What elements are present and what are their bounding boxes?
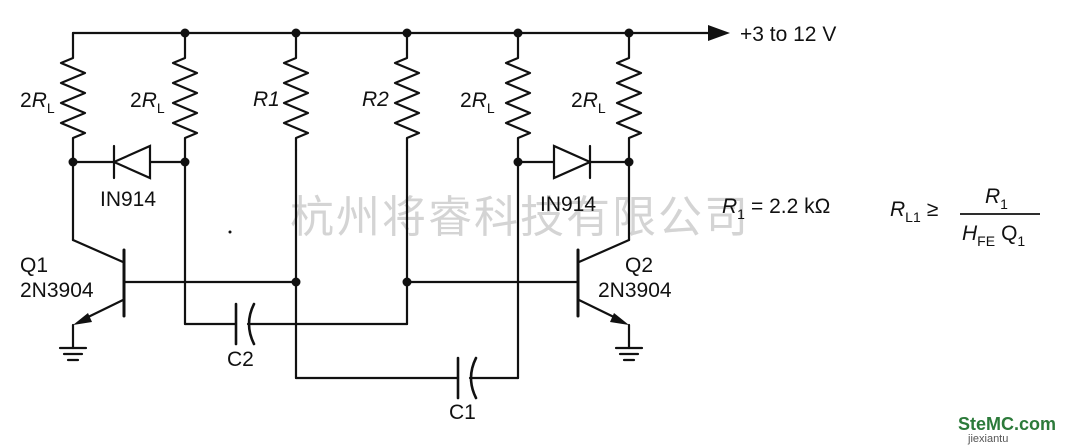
resistor-rl-1	[59, 31, 87, 164]
transistor-q2-name: Q2	[625, 254, 653, 277]
transistor-q2-part: 2N3904	[598, 279, 672, 302]
resistor-r2	[393, 31, 421, 152]
stray-mark	[228, 230, 232, 234]
svg-text:R1: R1	[985, 185, 1008, 212]
resistor-rl-4-label: 2RL	[571, 89, 606, 116]
resistor-rl-2	[171, 31, 199, 164]
resistor-r1-label: R1	[253, 88, 280, 111]
ground-q2	[614, 346, 644, 362]
resistor-rl-3	[504, 31, 532, 164]
svg-text:SteMC.com: SteMC.com	[958, 414, 1056, 434]
capacitor-c2	[183, 160, 409, 346]
resistor-r1	[282, 31, 310, 152]
capacitor-c1	[294, 160, 520, 400]
base-wires	[122, 148, 580, 380]
diode-d1-label: IN914	[100, 188, 156, 211]
transistor-q1-name: Q1	[20, 254, 48, 277]
formula-r1-value: R1= 2.2 kΩ	[722, 195, 830, 222]
capacitor-c1-label: C1	[449, 401, 476, 424]
watermark: 杭州将睿科技有限公司	[290, 192, 750, 243]
diode-d2	[513, 144, 634, 180]
diode-d1	[68, 144, 190, 180]
site-logo: SteMC.com jiexiantu	[958, 414, 1056, 445]
resistor-rl-1-label: 2RL	[20, 89, 55, 116]
transistor-q1-part: 2N3904	[20, 279, 94, 302]
resistor-r2-label: R2	[362, 88, 389, 111]
transistor-q1	[71, 160, 126, 350]
ground-q1	[58, 346, 88, 362]
capacitor-c2-label: C2	[227, 348, 254, 371]
resistor-rl-3-label: 2RL	[460, 89, 495, 116]
resistor-rl-2-label: 2RL	[130, 89, 165, 116]
diode-d2-label: IN914	[540, 193, 596, 216]
svg-text:jiexiantu: jiexiantu	[967, 433, 1008, 445]
supply-voltage-label: +3 to 12 V	[740, 23, 836, 46]
svg-text:RL1≥: RL1≥	[890, 198, 938, 225]
supply-rail	[71, 25, 730, 41]
resistor-rl-4	[615, 31, 643, 164]
transistor-q2	[576, 160, 631, 350]
